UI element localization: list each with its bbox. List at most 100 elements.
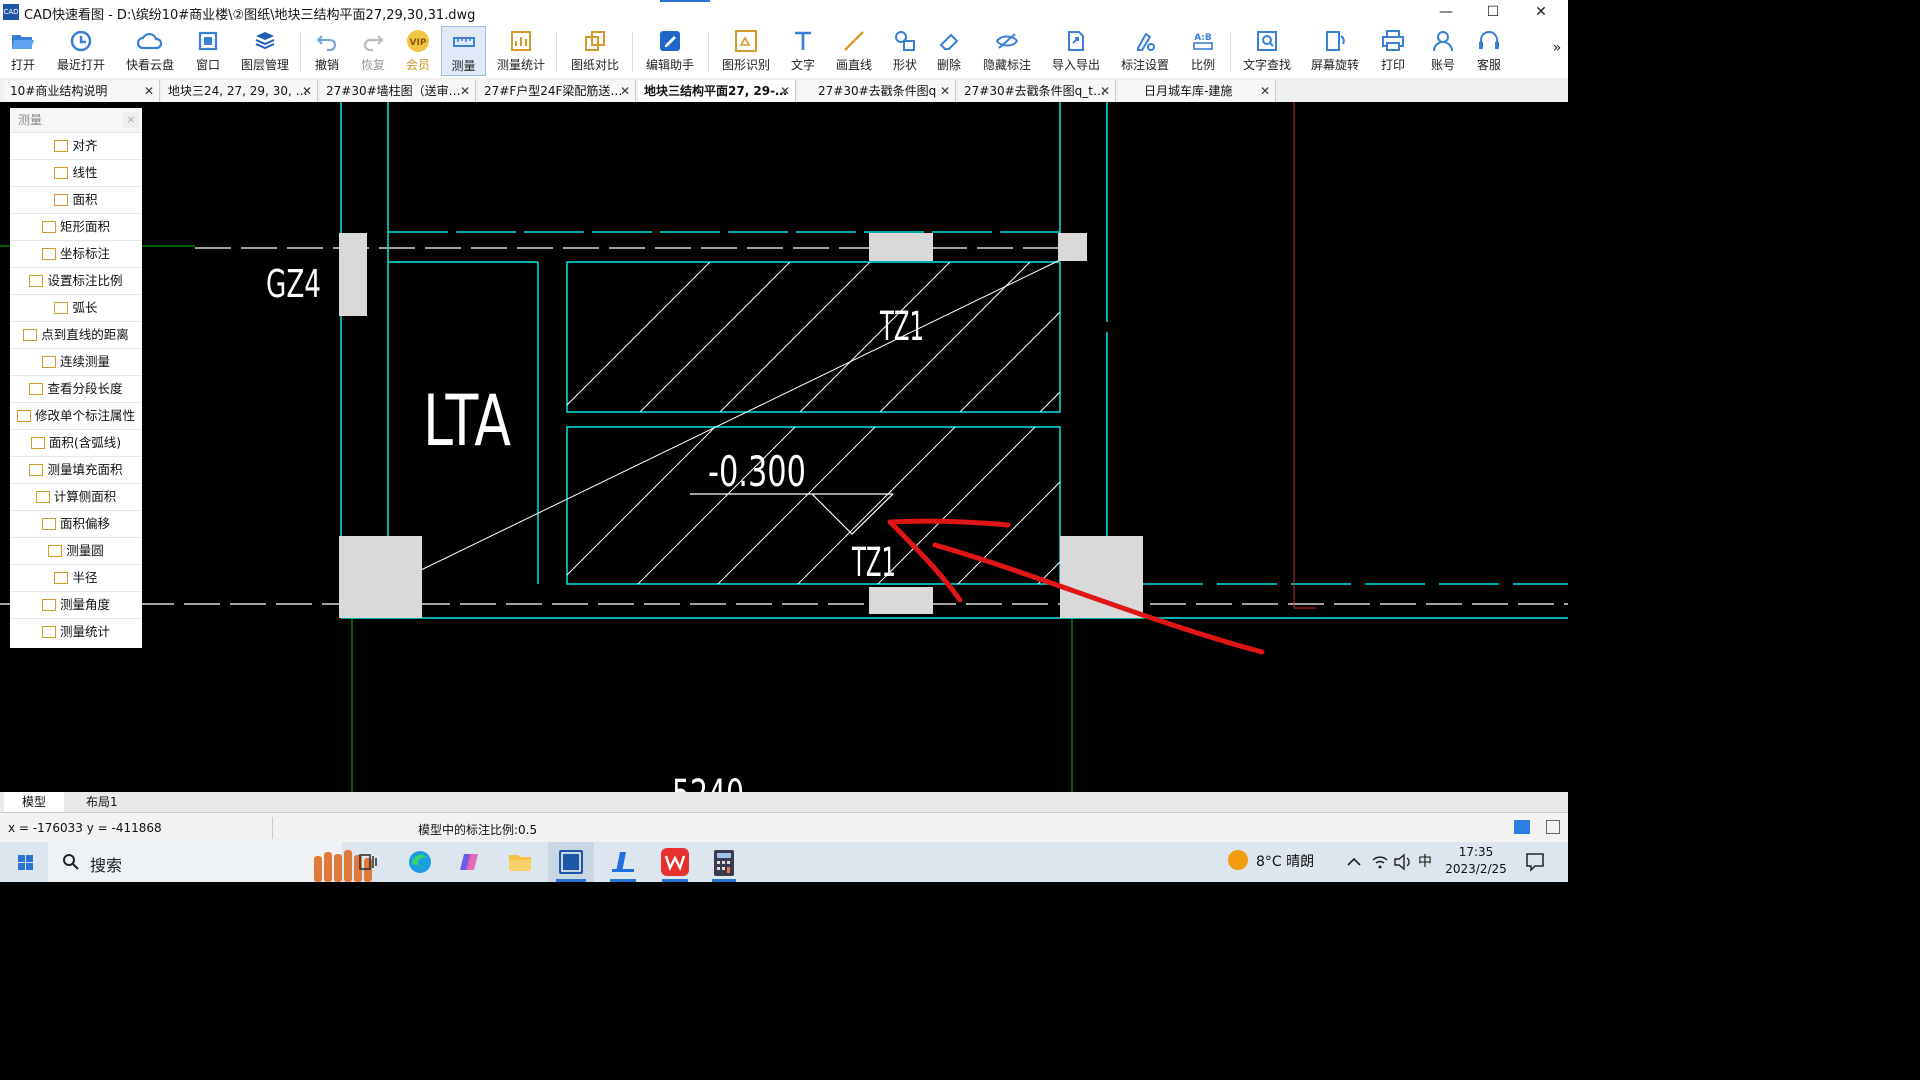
close-icon[interactable]: ✕ [1259,84,1270,98]
close-icon[interactable]: ✕ [143,84,154,98]
close-icon[interactable]: ✕ [301,84,312,98]
point-line-distance-icon [23,329,38,341]
measure-item[interactable]: 查看分段长度 [10,375,142,402]
measure-item[interactable]: 线性 [10,159,142,186]
main-toolbar: 打开 最近打开 快看云盘 窗口 图层管理 撤销 恢复 VIP 会员 测量 测量统… [0,24,1568,78]
close-icon[interactable]: ✕ [1099,84,1110,98]
toolbar-more-button[interactable]: » [1552,40,1562,56]
tool-scale[interactable]: A:B 比例 [1184,26,1222,76]
tab-layout1[interactable]: 布局1 [86,795,118,809]
rotate-screen-icon [1326,31,1345,51]
measure-item[interactable]: 对齐 [10,132,142,159]
document-app-icon[interactable] [600,842,646,882]
measure-item[interactable]: 面积(含弧线) [10,429,142,456]
cad-viewer-taskbar-icon[interactable] [548,842,594,882]
toolbar-separator [556,32,557,72]
snap-toggle-icon[interactable] [1514,820,1530,834]
windows-taskbar: 搜索 8°C 晴朗 中 17:35 2023/2/25 [0,842,1568,882]
close-icon[interactable]: ✕ [939,84,950,98]
wps-office-icon[interactable] [652,842,698,882]
tool-annotation-settings[interactable]: 标注设置 [1116,26,1174,76]
task-view-icon[interactable] [356,842,380,882]
tool-text[interactable]: 文字 [784,26,822,76]
tool-compare[interactable]: 图纸对比 [566,26,624,76]
tool-draw-line[interactable]: 画直线 [830,26,878,76]
tool-edit-assistant[interactable]: 编辑助手 [642,26,698,76]
measure-item[interactable]: 面积 [10,186,142,213]
tool-shapes[interactable]: 形状 [886,26,924,76]
tool-window[interactable]: 窗口 [188,26,228,76]
fullscreen-icon[interactable] [1546,820,1560,834]
import-export-icon [1068,31,1084,51]
tool-measure[interactable]: 测量 [441,26,486,76]
tool-import-export[interactable]: 导入导出 [1046,26,1106,76]
tool-delete[interactable]: 删除 [930,26,968,76]
measure-item[interactable]: 面积偏移 [10,510,142,537]
close-icon[interactable]: × [123,112,139,128]
calculator-icon[interactable] [704,842,744,882]
close-icon[interactable]: ✕ [779,84,790,98]
tool-text-search[interactable]: 文字查找 [1238,26,1296,76]
app-logo-icon: CAD [3,4,19,20]
measure-item[interactable]: 连续测量 [10,348,142,375]
measure-item[interactable]: 弧长 [10,294,142,321]
taskbar-search[interactable]: 搜索 [48,842,372,882]
system-clock[interactable]: 17:35 2023/2/25 [1445,845,1507,876]
windows-start-icon[interactable] [12,842,40,882]
tool-cloud[interactable]: 快看云盘 [120,26,180,76]
measure-item[interactable]: 计算侧面积 [10,483,142,510]
doc-tab[interactable]: 日月城车库-建施✕ [1118,80,1276,102]
cad-drawing[interactable]: GZ4 LTA TZ1 -0.300 TZ1 5240 [0,102,1568,792]
tool-account[interactable]: 账号 [1424,26,1462,76]
close-window-button[interactable]: ✕ [1535,4,1547,20]
input-method-indicator[interactable]: 中 [1418,854,1432,870]
doc-tab[interactable]: 27#30#去戳条件图q✕ [798,80,956,102]
speaker-icon[interactable] [1392,842,1412,882]
edge-browser-icon[interactable] [406,842,434,882]
copilot-icon[interactable] [456,842,484,882]
tool-undo[interactable]: 撤销 [308,26,346,76]
tool-layers[interactable]: 图层管理 [236,26,294,76]
measure-item[interactable]: 测量填充面积 [10,456,142,483]
drawing-canvas[interactable]: GZ4 LTA TZ1 -0.300 TZ1 5240 [0,102,1568,792]
doc-tab[interactable]: 27#30#去戳条件图q_t…✕ [958,80,1116,102]
tool-redo[interactable]: 恢复 [354,26,392,76]
minimize-button[interactable]: — [1439,4,1453,20]
tool-hide-annotation[interactable]: 隐藏标注 [978,26,1036,76]
measure-item[interactable]: 修改单个标注属性 [10,402,142,429]
measure-item[interactable]: 半径 [10,564,142,591]
doc-tab[interactable]: 27#30#墙柱图（送审…✕ [320,80,476,102]
wifi-icon[interactable] [1370,842,1390,882]
tool-vip[interactable]: VIP 会员 [398,26,438,76]
measure-item[interactable]: 设置标注比例 [10,267,142,294]
tool-support[interactable]: 客服 [1470,26,1508,76]
notification-icon[interactable] [1524,842,1546,882]
doc-tab[interactable]: 10#商业结构说明✕ [4,80,160,102]
tool-rotate-screen[interactable]: 屏幕旋转 [1306,26,1364,76]
tool-print[interactable]: 打印 [1374,26,1412,76]
file-explorer-icon[interactable] [506,842,534,882]
measure-item[interactable]: 坐标标注 [10,240,142,267]
shape-recognition-icon [735,30,757,52]
doc-tab[interactable]: 27#F户型24F梁配筋送…✕ [478,80,636,102]
chevron-up-icon[interactable] [1344,842,1364,882]
tool-shape-recognition[interactable]: 图形识别 [718,26,774,76]
weather-widget[interactable]: 8°C 晴朗 [1228,842,1314,882]
measure-item[interactable]: 矩形面积 [10,213,142,240]
measure-item[interactable]: 测量圆 [10,537,142,564]
annotation-settings-icon [1137,32,1155,51]
toolbar-separator [1230,32,1231,72]
maximize-button[interactable]: ☐ [1486,4,1500,20]
measure-item[interactable]: 测量统计 [10,618,142,645]
tool-measure-stats[interactable]: 测量统计 [494,26,548,76]
tab-model[interactable]: 模型 [4,792,65,812]
close-icon[interactable]: ✕ [459,84,470,98]
measure-item[interactable]: 点到直线的距离 [10,321,142,348]
measure-item[interactable]: 测量角度 [10,591,142,618]
doc-tab[interactable]: 地块三24, 27, 29, 30, …✕ [162,80,318,102]
tool-open[interactable]: 打开 [2,26,44,76]
tool-recent[interactable]: 最近打开 [50,26,112,76]
doc-tab-active[interactable]: 地块三结构平面27, 29-…✕ [638,80,796,102]
measure-line[interactable] [387,259,1061,587]
close-icon[interactable]: ✕ [619,84,630,98]
